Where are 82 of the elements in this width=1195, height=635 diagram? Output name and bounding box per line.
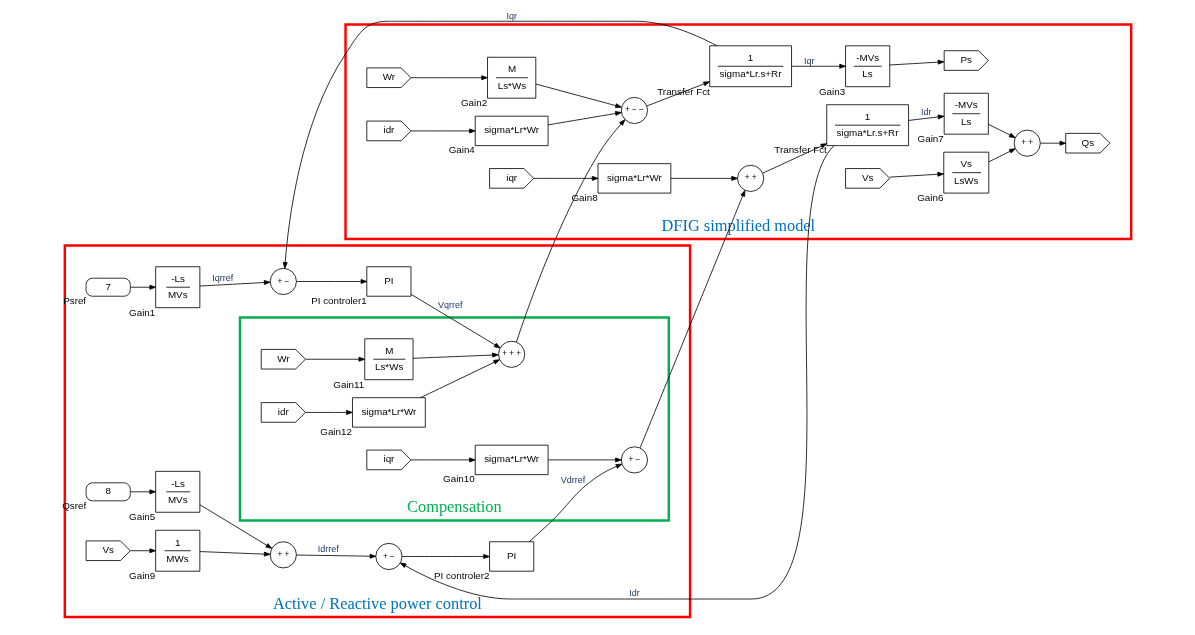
node-label: Transfer Fct: [773, 144, 827, 156]
arrow: [282, 20, 717, 269]
node-label: Gain3: [818, 85, 845, 97]
node-box: M Ls*Ws: [486, 56, 536, 99]
arrow: [129, 284, 156, 290]
node-circle: + +: [269, 541, 297, 569]
arrow: [515, 119, 625, 343]
arrow: [198, 280, 270, 287]
arrow: [547, 111, 622, 126]
edge-label: Iqr: [505, 10, 517, 21]
arrow: [907, 114, 944, 121]
arrow: [410, 293, 501, 349]
edge-label: Vqrref: [437, 300, 463, 311]
arrow: [295, 553, 376, 559]
node-box: sigma*Lr*Wr: [351, 397, 426, 428]
node-box: PI: [365, 266, 411, 297]
arrow: [198, 504, 272, 549]
arrow: [547, 457, 622, 463]
arrow: [528, 463, 622, 543]
arrow: [987, 123, 1016, 138]
node-circle: + −: [620, 446, 648, 474]
node-box: 1 MWs: [154, 529, 200, 572]
node-circle: + −: [269, 268, 297, 295]
arrow: [304, 356, 365, 362]
node-circle: + −: [374, 542, 402, 570]
node-box: sigma*Lr*Wr: [474, 444, 548, 476]
arrow: [888, 171, 944, 178]
arrow: [761, 143, 827, 174]
arrow: [410, 457, 476, 463]
node-box: -MVs Ls: [844, 45, 890, 88]
edge-label: Iqrref: [211, 273, 233, 284]
node-label: Gain1: [128, 306, 155, 318]
node-label: PI controler2: [433, 570, 490, 582]
arrow: [129, 489, 156, 495]
node-box: 1 sigma*Lr.s+Rr: [825, 104, 909, 147]
arrow: [419, 359, 500, 399]
edge-label: Idrref: [317, 544, 339, 555]
arrow: [412, 352, 499, 359]
arrow: [532, 175, 598, 181]
arrow: [888, 59, 944, 66]
node-box: sigma*Lr*Wr: [597, 163, 671, 194]
node-label: Gain6: [916, 191, 943, 203]
node-box: -Ls MVs: [154, 470, 200, 513]
node-box: sigma*Lr*Wr: [474, 115, 548, 147]
arrow: [295, 279, 367, 284]
arrow: [410, 128, 476, 134]
node-label: Gain11: [332, 378, 364, 390]
arrow: [987, 148, 1016, 163]
arrow: [401, 554, 490, 559]
node-box: Vs LsWs: [942, 151, 989, 194]
node-box: 8: [85, 482, 131, 502]
arrow: [198, 551, 270, 557]
arrow: [669, 175, 738, 181]
node-label: Gain5: [128, 511, 155, 523]
edge-label: Iqr: [803, 55, 814, 66]
node-circle: + +: [736, 164, 764, 192]
node-label: Gain12: [319, 426, 352, 438]
node-box: 7: [85, 277, 131, 297]
edge-label: Idr: [628, 588, 640, 599]
node-label: PI controler1: [310, 295, 367, 307]
node-label: Gain7: [917, 133, 944, 145]
arrow: [410, 75, 488, 81]
edge-label: Vdrref: [560, 474, 585, 485]
arrow: [129, 548, 156, 554]
arrow: [304, 410, 353, 415]
arrow: [639, 190, 745, 449]
node-label: Gain10: [442, 473, 475, 485]
node-box: M Ls*Ws: [363, 338, 413, 381]
node-circle: + + +: [497, 340, 525, 368]
node-box: -MVs Ls: [943, 92, 989, 135]
node-box: 1 sigma*Lr.s+Rr: [708, 45, 792, 88]
node-label: Gain4: [448, 144, 475, 156]
arrow: [1039, 140, 1066, 146]
arrow: [399, 145, 834, 600]
edge-label: Idr: [920, 107, 931, 118]
node-circle: + +: [1013, 129, 1041, 157]
node-label: Gain2: [460, 97, 487, 109]
arrow: [534, 83, 622, 108]
node-label: Gain9: [128, 570, 155, 582]
arrow: [790, 63, 846, 69]
node-box: PI: [488, 541, 534, 572]
node-box: -Ls MVs: [154, 266, 200, 309]
